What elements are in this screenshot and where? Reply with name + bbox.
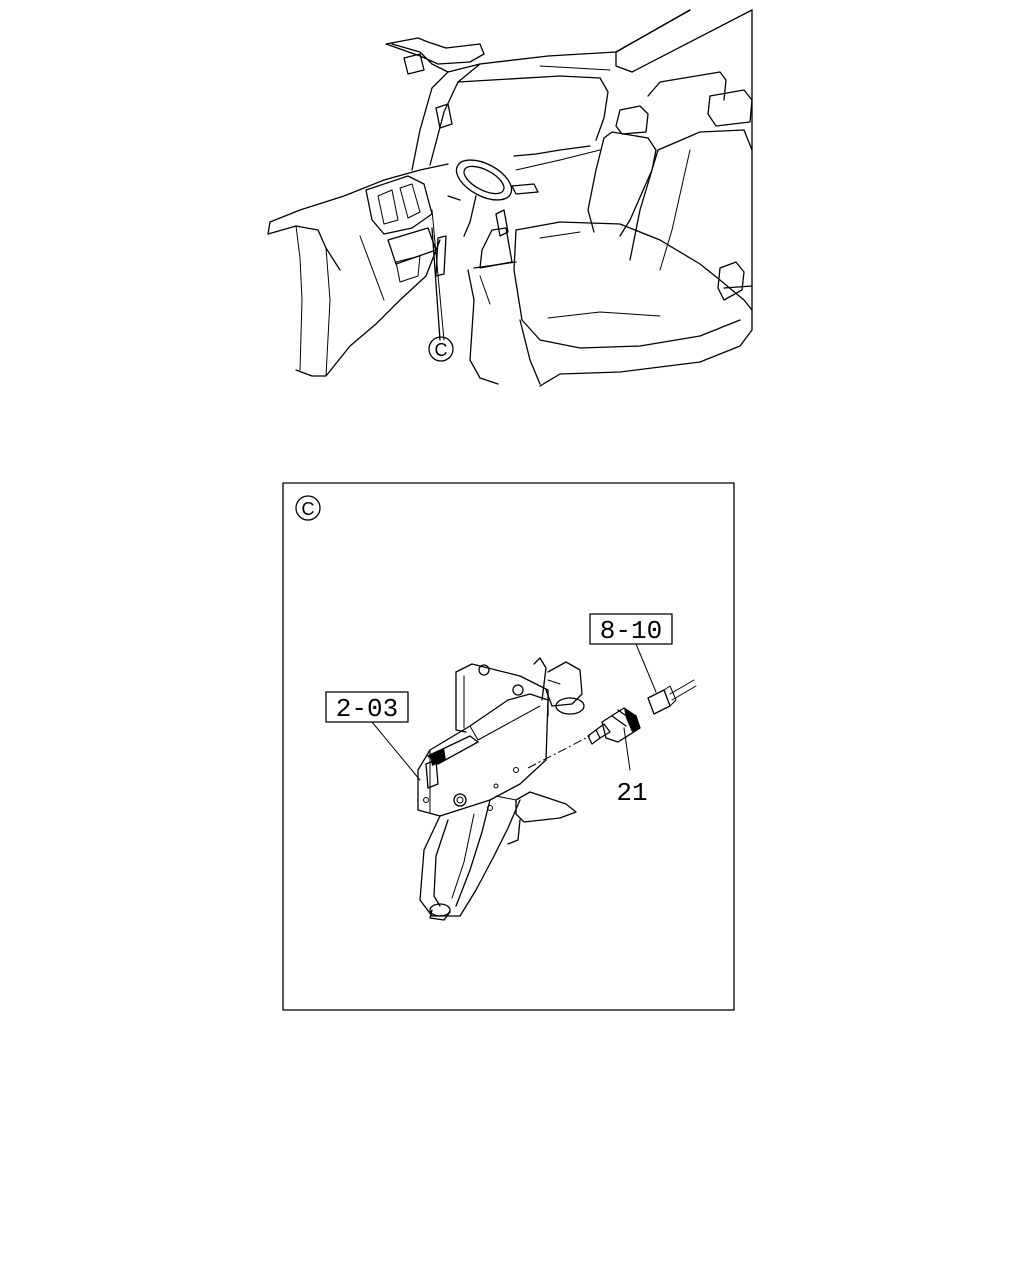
pedal-assembly-illustration: [417, 657, 591, 921]
detail-callout-text: C: [302, 499, 315, 519]
connector-ref-text: 8-10: [600, 616, 662, 646]
connector-ref-label: 8-10: [589, 613, 673, 646]
pedal-ref-leader: [371, 721, 421, 781]
detail-callout-c: C: [295, 495, 321, 521]
cab-interior-illustration: [267, 9, 753, 387]
overview-callout-text: C: [435, 340, 448, 360]
pedal-ref-text: 2-03: [336, 694, 398, 724]
connector: [635, 643, 697, 715]
overview-callout-c: C: [428, 336, 454, 362]
detail-view-frame: [282, 482, 735, 1011]
stop-lamp-switch: [587, 707, 641, 771]
switch-part-number: 21: [616, 778, 647, 808]
pedal-ref-label: 2-03: [325, 691, 409, 724]
